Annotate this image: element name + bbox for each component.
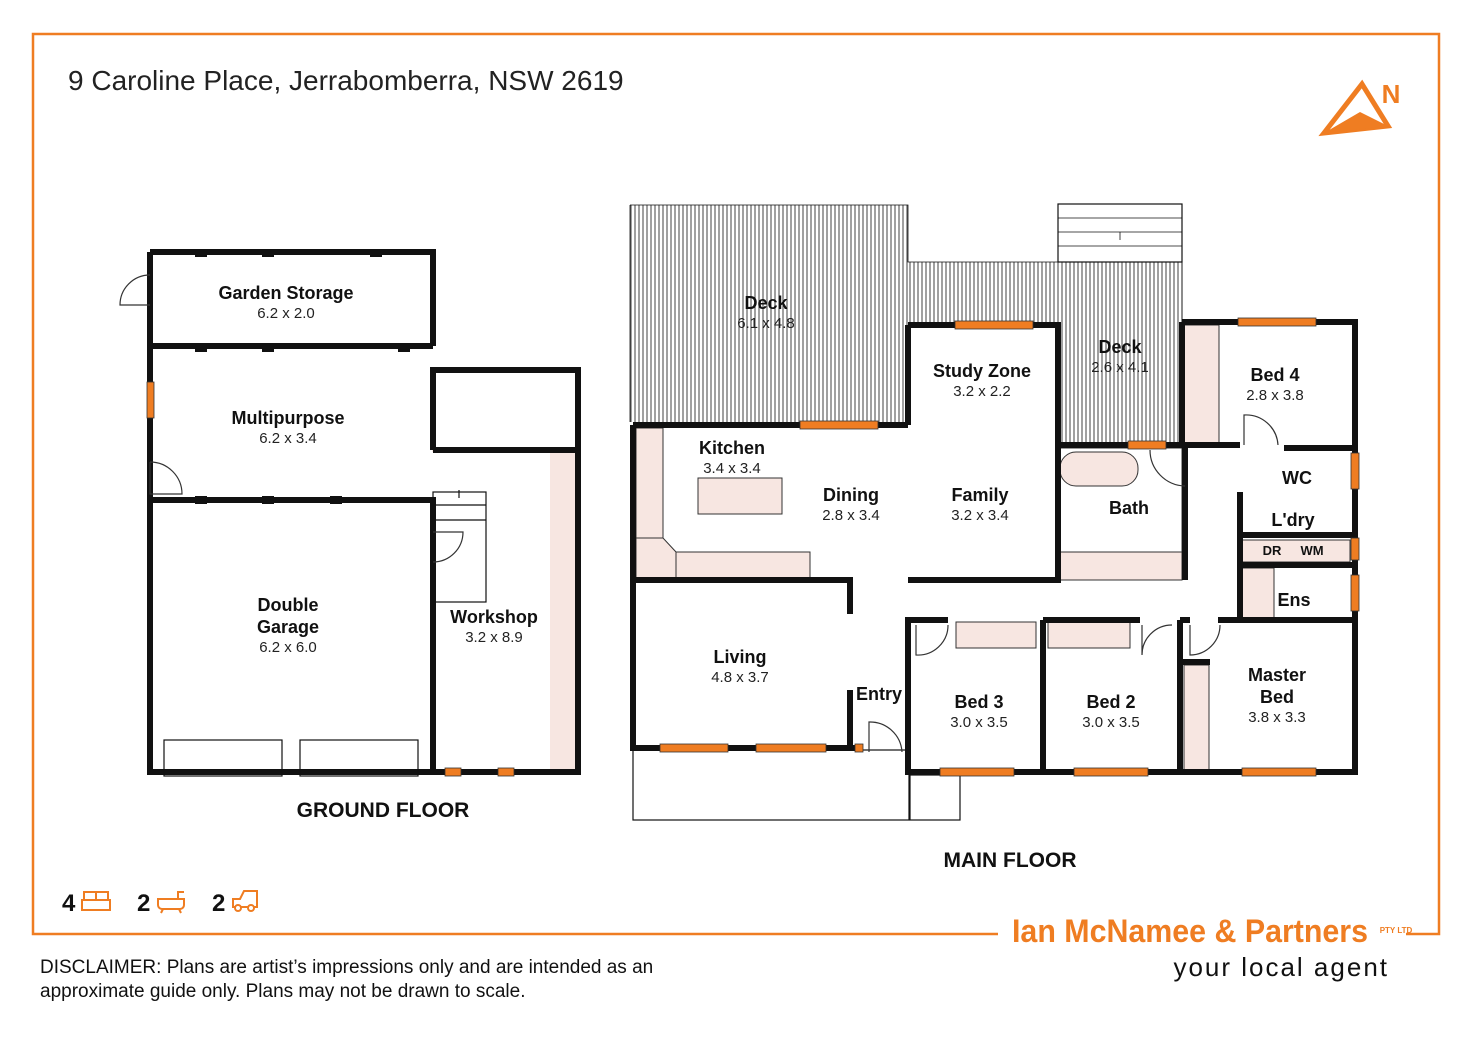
agency-name: Ian McNamee & Partners xyxy=(1012,913,1368,949)
svg-text:3.2 x 8.9: 3.2 x 8.9 xyxy=(465,629,523,646)
svg-text:3.0 x 3.5: 3.0 x 3.5 xyxy=(950,714,1008,731)
room-bath: Bath xyxy=(1109,498,1149,518)
ground-floor-label: GROUND FLOOR xyxy=(297,799,470,822)
svg-text:4.8 x 3.7: 4.8 x 3.7 xyxy=(711,669,769,686)
svg-text:2.8 x 3.4: 2.8 x 3.4 xyxy=(822,507,880,524)
room-entry: Entry xyxy=(856,684,902,704)
room-dining: Dining xyxy=(823,485,879,505)
room-bed-3: Bed 3 xyxy=(954,692,1003,712)
agency-logo: Ian McNamee & Partners PTY LTD your loca… xyxy=(1012,913,1413,982)
dryer-label: DR xyxy=(1263,543,1282,558)
room-kitchen: Kitchen xyxy=(699,438,765,458)
svg-text:3.2 x 2.2: 3.2 x 2.2 xyxy=(953,383,1011,400)
svg-text:Garage: Garage xyxy=(257,617,319,637)
room-family: Family xyxy=(951,485,1008,505)
svg-text:3.0 x 3.5: 3.0 x 3.5 xyxy=(1082,714,1140,731)
svg-text:6.2 x 3.4: 6.2 x 3.4 xyxy=(259,430,317,447)
room-ensuite: Ens xyxy=(1277,590,1310,610)
agency-suffix: PTY LTD xyxy=(1380,926,1413,935)
disclaimer-line-2: approximate guide only. Plans may not be… xyxy=(40,981,525,1002)
room-bed-2: Bed 2 xyxy=(1086,692,1135,712)
bedroom-count: 4 xyxy=(62,890,76,917)
agency-tagline: your local agent xyxy=(1173,952,1389,982)
disclaimer-line-1: DISCLAIMER: Plans are artist’s impressio… xyxy=(40,957,653,978)
room-master-bed: Master xyxy=(1248,665,1306,685)
room-workshop: Workshop xyxy=(450,607,538,627)
room-laundry: L'dry xyxy=(1271,510,1314,530)
deck-decking xyxy=(629,204,1183,442)
room-living: Living xyxy=(714,647,767,667)
property-address: 9 Caroline Place, Jerrabomberra, NSW 261… xyxy=(68,65,624,96)
room-study-zone: Study Zone xyxy=(933,361,1031,381)
bath-icon xyxy=(157,891,185,914)
svg-text:3.8 x 3.3: 3.8 x 3.3 xyxy=(1248,709,1306,726)
car-space-count: 2 xyxy=(212,890,225,917)
main-floor-plan: Deck 6.1 x 4.8 Deck 2.6 x 4.1 Kitchen 3.… xyxy=(629,203,1360,872)
page-frame xyxy=(31,32,1441,936)
svg-text:2.8 x 3.8: 2.8 x 3.8 xyxy=(1246,387,1304,404)
room-double-garage: Double xyxy=(258,595,319,615)
svg-text:3.2 x 3.4: 3.2 x 3.4 xyxy=(951,507,1009,524)
room-deck-side: Deck xyxy=(1098,337,1142,357)
room-deck-main: Deck xyxy=(744,293,788,313)
svg-text:N: N xyxy=(1382,79,1401,109)
north-compass-icon: N xyxy=(1318,79,1401,137)
main-floor-label: MAIN FLOOR xyxy=(944,849,1077,872)
room-garden-storage: Garden Storage xyxy=(218,283,353,303)
svg-text:2.6 x 4.1: 2.6 x 4.1 xyxy=(1091,359,1149,376)
svg-text:3.4 x 3.4: 3.4 x 3.4 xyxy=(703,460,761,477)
svg-text:6.2 x 6.0: 6.2 x 6.0 xyxy=(259,639,317,656)
svg-text:Bed: Bed xyxy=(1260,687,1294,707)
svg-text:6.1 x 4.8: 6.1 x 4.8 xyxy=(737,315,795,332)
bed-icon xyxy=(81,891,111,911)
room-bed-4: Bed 4 xyxy=(1250,365,1299,385)
room-multipurpose: Multipurpose xyxy=(232,408,345,428)
bathroom-count: 2 xyxy=(137,890,150,917)
car-icon xyxy=(232,890,258,912)
room-wc: WC xyxy=(1282,468,1312,488)
washing-machine-label: WM xyxy=(1300,543,1323,558)
property-features: 4 2 2 xyxy=(62,890,258,917)
svg-text:6.2 x 2.0: 6.2 x 2.0 xyxy=(257,305,315,322)
ground-floor-plan: Garden Storage 6.2 x 2.0 Multipurpose 6.… xyxy=(119,249,581,822)
